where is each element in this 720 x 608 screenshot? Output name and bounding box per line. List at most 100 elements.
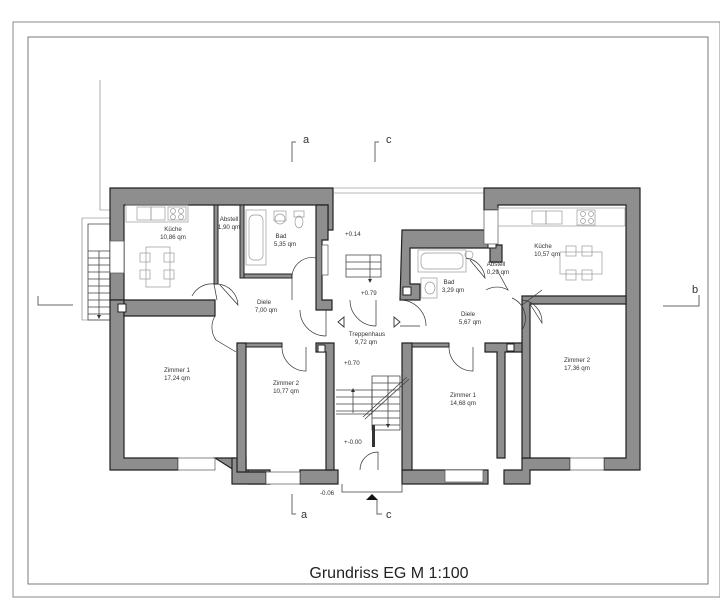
- dining-table-left: [139, 246, 175, 288]
- room-area: 0,29 qm: [487, 269, 509, 276]
- window-right-room2: [569, 457, 605, 471]
- level-mid-landing: +0.79: [361, 290, 377, 297]
- direction-triangle-right: [393, 316, 401, 328]
- bathtub-right: [417, 249, 467, 273]
- door-right-room1[interactable]: [448, 346, 474, 372]
- room-area: 9,72 qm: [355, 339, 377, 346]
- door-main-entrance[interactable]: [359, 451, 379, 471]
- main-staircase: [336, 254, 410, 493]
- room-area: 5,67 qm: [459, 319, 481, 326]
- drawing-title: Grundriss EG M 1:100: [309, 565, 468, 582]
- direction-triangle-left: [337, 316, 345, 328]
- shaft-left-kitchen: [117, 303, 127, 313]
- wall-left-stair: [315, 342, 335, 471]
- wall-right-room1-room2: [484, 342, 523, 459]
- outer-frame: [12, 21, 720, 598]
- room-name: Küche: [534, 243, 552, 250]
- door-right-unit-entry[interactable]: [399, 299, 427, 327]
- room-area: 10,86 qm: [160, 234, 186, 241]
- door-left-room2[interactable]: [281, 346, 307, 372]
- room-name: Bad: [275, 233, 287, 240]
- wall-right-kitchen-room2: [521, 295, 627, 459]
- room-label-left-bath: Bad 5,35 qm: [274, 233, 296, 248]
- room-label-right-room1: Zimmer 1 14,68 qm: [450, 392, 477, 407]
- room-area: 10,57 qm: [534, 251, 560, 258]
- door-left-kitchen[interactable]: [191, 283, 218, 301]
- wall-right-stair: [401, 342, 413, 471]
- kitchen-counter-left: [125, 204, 189, 223]
- doors: [191, 257, 543, 471]
- toilet-sink-left: [273, 210, 305, 229]
- door-left-storage[interactable]: [217, 283, 239, 306]
- window-left-room2: [265, 471, 301, 485]
- door-right-storage[interactable]: [485, 269, 509, 291]
- wall-room2-top: [245, 342, 283, 348]
- wall-right-outer: [483, 187, 641, 471]
- window-left-room1: [177, 457, 216, 471]
- room-area: 17,36 qm: [564, 365, 590, 372]
- section-label-a-top: a: [303, 134, 310, 146]
- room-name: Diele: [257, 299, 272, 306]
- room-area: 1,90 qm: [218, 224, 240, 231]
- room-name: Zimmer 1: [450, 392, 477, 399]
- wall-left-bath-core: [315, 204, 333, 311]
- room-label-right-hall: Diele 5,67 qm: [459, 311, 481, 326]
- inner-frame: [27, 36, 709, 585]
- exterior-stair-left: [81, 217, 111, 321]
- window-right-side: [483, 209, 499, 245]
- entrance-arrow-icon: [366, 494, 378, 500]
- kitchen-counter-right: [497, 207, 626, 227]
- room-name: Zimmer 2: [564, 357, 591, 364]
- door-right-kitchen[interactable]: [511, 289, 543, 331]
- wall-room1-room2: [236, 342, 247, 473]
- room-name: Abstell: [487, 261, 506, 268]
- shaft-left: [317, 344, 326, 353]
- room-area: 10,77 qm: [273, 388, 299, 395]
- section-label-b-right: b: [692, 284, 698, 296]
- window-left-kitchen: [109, 240, 125, 274]
- level-entrance: +-0.00: [344, 439, 362, 446]
- bathtub-left: [245, 209, 267, 266]
- level-top-landing: +0.14: [345, 231, 361, 238]
- room-name: Zimmer 2: [273, 380, 300, 387]
- section-marker-b-right: b: [663, 284, 700, 307]
- room-label-left-room2: Zimmer 2 10,77 qm: [273, 380, 300, 395]
- shaft-right-mid: [402, 286, 412, 296]
- door-left-unit-entry[interactable]: [299, 309, 327, 337]
- room-label-right-storage: Abstell 0,29 qm: [487, 261, 509, 276]
- wall-left-bottom-c: [299, 469, 339, 485]
- door-right-room2[interactable]: [521, 299, 543, 325]
- wall-right-bottom: [503, 457, 571, 485]
- wall-left-kitchen-room1: [123, 299, 216, 317]
- section-marker-a-bottom: a: [291, 494, 308, 521]
- toilet-right: [420, 250, 474, 299]
- wall-kitchen-storage: [213, 204, 219, 285]
- section-marker-a-top: a: [291, 134, 310, 162]
- room-label-left-storage: Abstell 1,90 qm: [218, 216, 240, 231]
- door-left-bath[interactable]: [291, 257, 317, 300]
- reference-line-left: [99, 80, 110, 211]
- door-left-room1[interactable]: [211, 315, 237, 353]
- door-stair-landing[interactable]: [349, 299, 377, 327]
- wall-storage-bath: [239, 204, 245, 279]
- room-name: Küche: [164, 226, 182, 233]
- room-name: Diele: [461, 311, 476, 318]
- section-label-c-bottom: c: [386, 509, 392, 521]
- top-canopy: [333, 187, 484, 194]
- room-label-left-hall: Diele 7,00 qm: [255, 299, 277, 314]
- wall-bath-hall: [243, 273, 293, 279]
- door-right-bath[interactable]: [465, 257, 486, 280]
- section-label-a-bottom: a: [301, 509, 308, 521]
- room-label-staircase: Treppenhaus 9,72 qm: [349, 331, 385, 346]
- room-area: 3,29 qm: [442, 287, 464, 294]
- room-label-right-kitchen: Küche 10,57 qm: [534, 243, 560, 258]
- room-label-left-kitchen: Küche 10,86 qm: [160, 226, 186, 241]
- room-label-right-room2: Zimmer 2 17,36 qm: [564, 357, 591, 372]
- section-marker-b-left: [37, 296, 73, 306]
- room-area: 17,24 qm: [164, 375, 190, 382]
- room-label-right-bath: Bad 3,29 qm: [442, 279, 464, 294]
- section-marker-c-bottom: c: [376, 500, 392, 521]
- room-label-left-room1: Zimmer 1 17,24 qm: [164, 367, 191, 382]
- window-right-room1: [444, 469, 484, 483]
